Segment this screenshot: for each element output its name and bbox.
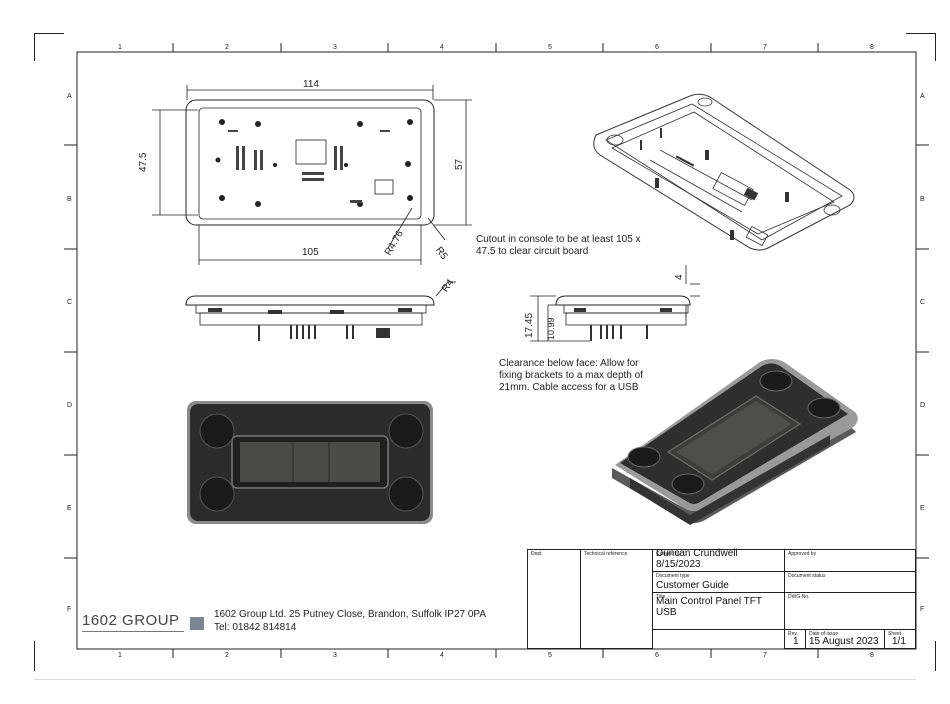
crop-mark (935, 33, 936, 61)
tb-value: Duncan Crundwell 8/15/2023 (656, 548, 738, 570)
tb-value: Main Control Panel TFT USB (656, 596, 762, 618)
tb-label: Created by (656, 551, 681, 557)
zone-row-label: C (920, 299, 926, 306)
tb-approved-by-cell: Approved by (784, 549, 916, 572)
zone-row-label: F (920, 606, 925, 613)
tb-doc-type-cell: Document type Customer Guide (652, 571, 785, 593)
note-line: 21mm. Cable access for a USB (499, 382, 639, 393)
zone-col-label: 1 (118, 44, 122, 51)
tb-rev-cell: Rev. 1 (784, 629, 806, 649)
tb-label: Dept. (531, 551, 543, 557)
zone-row-label: D (920, 402, 926, 409)
tb-doc-status-cell: Document status (784, 571, 916, 593)
tb-label: Technical reference (584, 551, 628, 557)
logo-underline (82, 631, 184, 632)
tb-tech-ref-cell: Technical reference (580, 549, 653, 649)
tb-dwg-cell: DWG No. (784, 592, 916, 630)
clearance-note: Clearance below face: Allow for fixing b… (499, 358, 643, 394)
zone-row-label: A (920, 93, 925, 100)
zone-col-label: 8 (870, 652, 874, 659)
crop-mark (34, 33, 35, 61)
tb-date-cell: Date of issue 15 August 2023 (805, 629, 885, 649)
zone-row-label: D (67, 402, 73, 409)
company-phone: Tel: 01842 814814 (214, 622, 297, 633)
note-line: Cutout in console to be at least 105 x (476, 234, 641, 245)
tb-label: Document status (788, 573, 826, 579)
note-line: Clearance below face: Allow for (499, 358, 639, 369)
zone-col-label: 2 (225, 44, 229, 51)
zone-row-label: F (67, 606, 72, 613)
zone-col-label: 2 (225, 652, 229, 659)
tb-label: Approved by (788, 551, 817, 557)
zone-row-label: E (920, 505, 925, 512)
tb-title-cell: Title Main Control Panel TFT USB (652, 592, 785, 630)
tb-created-by-cell: Created by Duncan Crundwell 8/15/2023 (652, 548, 785, 572)
dim-105: 105 (302, 247, 319, 258)
zone-col-label: 6 (655, 652, 659, 659)
note-line: 47.5 to clear circuit board (476, 246, 589, 257)
zone-col-label: 3 (333, 44, 337, 51)
tb-label: Title (656, 594, 666, 600)
zone-row-label: B (920, 196, 925, 203)
tb-label: Rev. (788, 631, 798, 637)
tb-label: Date of issue (809, 631, 839, 637)
tb-dept-cell: Dept. (527, 549, 581, 649)
zone-col-label: 4 (440, 652, 444, 659)
crop-mark (906, 33, 936, 34)
zone-row-label: E (67, 505, 72, 512)
tb-value: Customer Guide (656, 580, 729, 591)
tb-value: 1/1 (892, 636, 906, 647)
tb-label: Sheet (888, 631, 902, 637)
zone-col-label: 4 (440, 44, 444, 51)
zone-col-label: 5 (548, 652, 552, 659)
zone-col-label: 1 (118, 652, 122, 659)
zone-row-label: A (67, 93, 72, 100)
cutout-note: Cutout in console to be at least 105 x 4… (476, 234, 641, 258)
zone-row-label: C (67, 299, 73, 306)
company-logo: 1602 GROUP (82, 612, 180, 629)
company-address: 1602 Group Ltd. 25 Putney Close, Brandon… (214, 609, 487, 620)
tb-value: 1 (793, 636, 799, 647)
dim-114: 114 (303, 79, 319, 90)
crop-mark (935, 641, 936, 671)
note-line: fixing brackets to a max depth of (499, 370, 643, 381)
zone-row-label: B (67, 196, 72, 203)
page-bottom-rule (34, 679, 916, 680)
crop-mark (34, 33, 64, 34)
tb-value: 15 August 2023 (809, 636, 879, 647)
tb-label: DWG No. (788, 594, 810, 600)
logo-square-icon (190, 617, 204, 630)
tb-sheet-cell: Sheet 1/1 (884, 629, 916, 649)
zone-col-label: 7 (763, 44, 767, 51)
crop-mark (34, 641, 35, 671)
zone-col-label: 6 (655, 44, 659, 51)
tb-label: Document type (656, 573, 690, 579)
zone-col-label: 7 (763, 652, 767, 659)
zone-col-label: 5 (548, 44, 552, 51)
zone-col-label: 8 (870, 44, 874, 51)
zone-col-label: 3 (333, 652, 337, 659)
